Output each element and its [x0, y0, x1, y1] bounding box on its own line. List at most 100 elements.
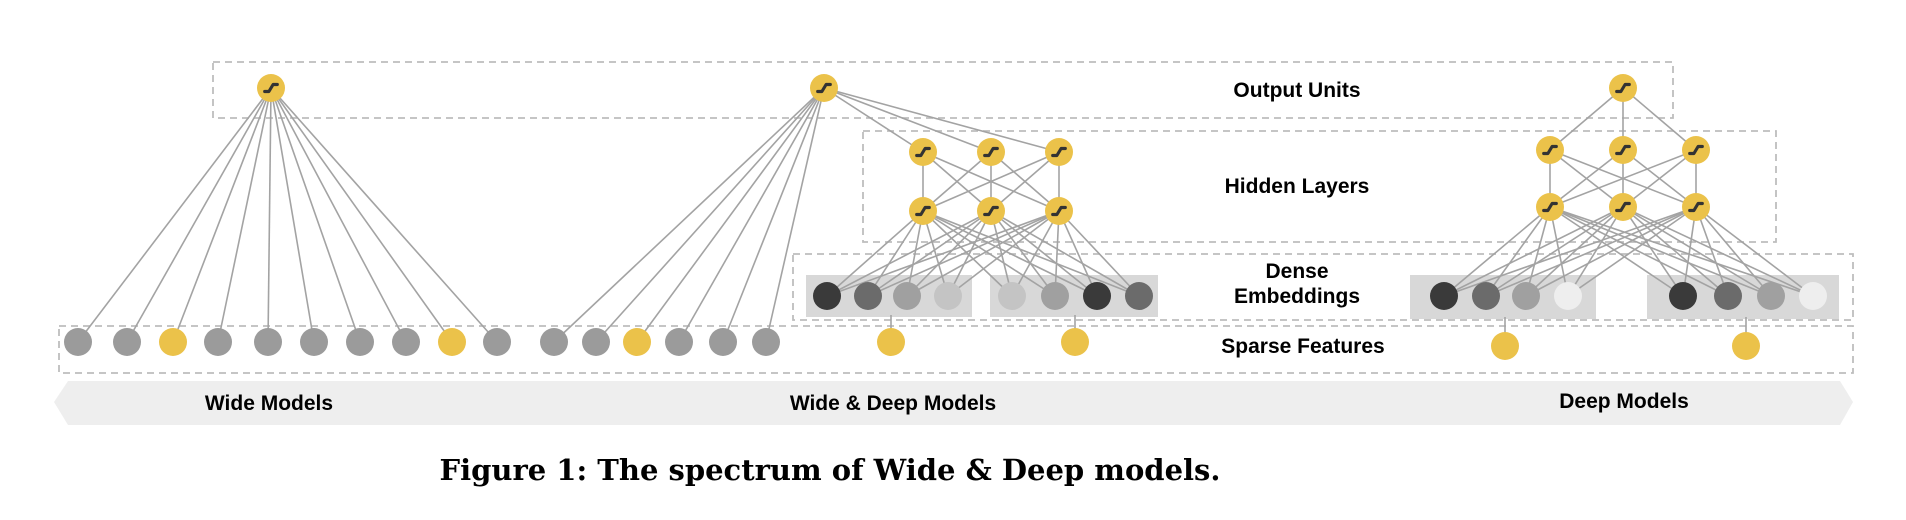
- edge: [1525, 206, 1624, 297]
- sparse-feature-node: [300, 328, 328, 356]
- sigmoid-activation-icon: [1682, 136, 1710, 164]
- edge: [553, 87, 825, 343]
- edge: [906, 210, 924, 297]
- sigmoid-activation-icon: [909, 138, 937, 166]
- edge: [1054, 210, 1060, 297]
- edge: [1695, 206, 1729, 297]
- edge: [1549, 206, 1772, 297]
- deep-models-label: Deep Models: [1559, 390, 1689, 413]
- edge: [990, 151, 1060, 212]
- edge: [1549, 206, 1684, 297]
- sigmoid-activation-icon: [1609, 136, 1637, 164]
- output-units-label: Output Units: [1233, 79, 1360, 102]
- sparse-feature-node: [623, 328, 651, 356]
- edge: [1011, 210, 1060, 297]
- embedding-node: [893, 282, 921, 310]
- sigmoid-activation-icon: [1536, 193, 1564, 221]
- sigmoid-activation-icon: [977, 197, 1005, 225]
- edge: [1549, 87, 1624, 151]
- edge: [1622, 206, 1772, 297]
- edge: [595, 87, 825, 343]
- hidden-layers-label: Hidden Layers: [1225, 175, 1370, 198]
- edge: [217, 87, 272, 343]
- model-spectrum-arrow: [54, 381, 1853, 425]
- edge: [1485, 206, 1624, 297]
- edge: [1549, 206, 1729, 297]
- sparse-feature-node: [665, 328, 693, 356]
- sparse-feature-node: [159, 328, 187, 356]
- sigmoid-activation-icon: [1609, 193, 1637, 221]
- sparse-feature-node: [1491, 332, 1519, 360]
- edge: [922, 210, 949, 297]
- edge: [922, 210, 1056, 297]
- edge: [1485, 206, 1551, 297]
- sigmoid-activation-icon: [1682, 193, 1710, 221]
- edge: [990, 210, 1056, 297]
- embedding-node: [1757, 282, 1785, 310]
- edge: [722, 87, 825, 343]
- sparse-feature-node: [582, 328, 610, 356]
- edge: [77, 87, 272, 343]
- edge: [990, 210, 1013, 297]
- edge: [922, 210, 1098, 297]
- sparse-feature-node: [204, 328, 232, 356]
- edge: [270, 87, 315, 343]
- sparse-feature-node: [752, 328, 780, 356]
- sparse-feature-node: [254, 328, 282, 356]
- sparse-feature-node: [540, 328, 568, 356]
- sparse-feature-node: [1061, 328, 1089, 356]
- edge: [922, 210, 1013, 297]
- edge: [1443, 206, 1697, 297]
- edge: [1525, 206, 1551, 297]
- edge: [1695, 206, 1814, 297]
- sigmoid-activation-icon: [1045, 197, 1073, 225]
- embedding-node: [854, 282, 882, 310]
- wide-models-label: Wide Models: [205, 392, 333, 415]
- edge: [1622, 206, 1684, 297]
- edge: [1058, 210, 1098, 297]
- sparse-features-label: Sparse Features: [1221, 335, 1384, 358]
- sparse-layer-box: [58, 325, 1854, 374]
- dense-label-line2: Embeddings: [1234, 285, 1360, 308]
- edge: [267, 87, 272, 343]
- edge: [1549, 149, 1624, 208]
- hidden-layer-box: [862, 130, 1777, 243]
- edge: [990, 210, 1140, 297]
- embedding-node: [813, 282, 841, 310]
- edge: [1549, 149, 1697, 208]
- embedding-node: [1799, 282, 1827, 310]
- dense-label-line1: Dense: [1265, 260, 1328, 283]
- network-edges: [77, 87, 1814, 346]
- wide-deep-models-label: Wide & Deep Models: [790, 392, 996, 415]
- figure-caption: Figure 1: The spectrum of Wide & Deep mo…: [440, 453, 1221, 487]
- edge: [1622, 87, 1697, 151]
- sigmoid-activation-icon: [909, 197, 937, 225]
- edge: [1622, 206, 1729, 297]
- sigmoid-activation-icon: [1536, 136, 1564, 164]
- edge: [826, 210, 924, 297]
- sigmoid-activation-icon: [1609, 74, 1637, 102]
- edge: [990, 210, 1098, 297]
- edge: [1567, 206, 1624, 297]
- edge: [126, 87, 272, 343]
- edge: [867, 210, 1060, 297]
- edge: [906, 210, 1060, 297]
- edge: [1443, 206, 1624, 297]
- edge: [1682, 206, 1697, 297]
- sparse-feature-node: [64, 328, 92, 356]
- embedding-node: [1041, 282, 1069, 310]
- edge: [867, 210, 992, 297]
- embedding-node: [1554, 282, 1582, 310]
- embedding-node: [998, 282, 1026, 310]
- sparse-feature-node: [483, 328, 511, 356]
- edge: [270, 87, 407, 343]
- sparse-feature-node: [1732, 332, 1760, 360]
- embedding-node: [1125, 282, 1153, 310]
- embedding-node: [934, 282, 962, 310]
- sparse-feature-node: [438, 328, 466, 356]
- edge: [922, 151, 1060, 212]
- edge: [1567, 206, 1697, 297]
- edge: [678, 87, 825, 343]
- edge: [1058, 210, 1140, 297]
